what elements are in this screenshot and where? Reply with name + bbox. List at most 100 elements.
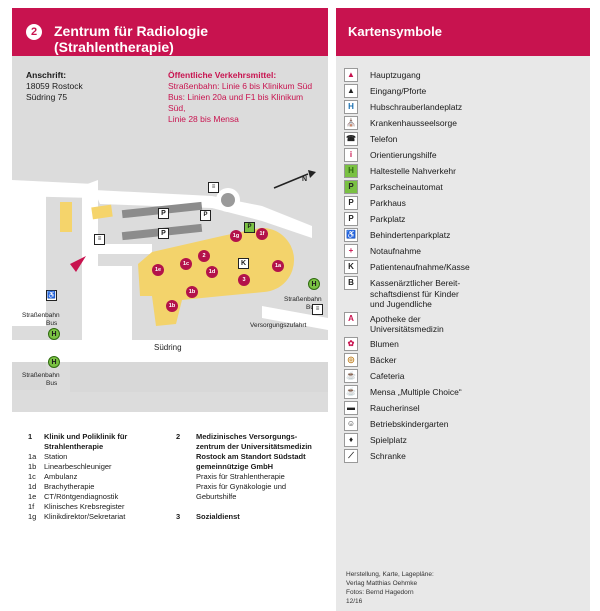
- list-item-number: 1b: [28, 462, 37, 471]
- list-item-text: CT/Röntgendiagnostik: [44, 492, 119, 501]
- list-item-text: Klinik und Poliklinik für: [44, 432, 128, 441]
- list-item-text: Praxis für Strahlentherapie: [196, 472, 285, 481]
- list-item-text: Rostock am Standort Südstadt: [196, 452, 306, 461]
- transit-stop-icon[interactable]: H: [308, 278, 320, 290]
- list-item: Rostock am Standort Südstadt: [176, 452, 336, 462]
- legend-item-label: Bäcker: [370, 354, 397, 365]
- marker-1c[interactable]: 1c: [180, 258, 192, 270]
- marker-3[interactable]: 3: [238, 274, 250, 286]
- parking-icon[interactable]: P: [158, 208, 169, 219]
- list-item-number: 1a: [28, 452, 37, 461]
- pharmacy-icon: A: [344, 311, 358, 326]
- legend-item: ◎Bäcker: [344, 352, 584, 367]
- list-item-number: 1: [28, 432, 33, 441]
- credits: Herstellung, Karte, Lagepläne: Verlag Ma…: [346, 571, 434, 605]
- list-item-text: Klinisches Krebsregister: [44, 502, 125, 511]
- parking-icon[interactable]: P: [158, 228, 169, 239]
- list-item-number: 1f: [28, 502, 35, 511]
- list-item-text: zentrum der Universitätsmedizin: [196, 442, 312, 451]
- supply-road-label: Versorgungszufahrt: [250, 322, 307, 329]
- legend-item: ☕ Mensa „Multiple Choice“: [344, 384, 584, 399]
- legend-item-label: Krankenhausseelsorge: [370, 118, 457, 128]
- parking-ticket-icon: P: [344, 180, 358, 194]
- transit-stop-icon[interactable]: H: [48, 328, 60, 340]
- phone-icon: ☎: [344, 132, 358, 146]
- marker-1g[interactable]: 1g: [230, 230, 242, 242]
- list-item-number: 1c: [28, 472, 36, 481]
- legend-item-label: Blumen: [370, 338, 399, 349]
- marker-1b-2[interactable]: 1b: [166, 300, 178, 312]
- barrier-icon[interactable]: ≡: [94, 234, 105, 245]
- list-item: Geburtshilfe: [176, 492, 336, 502]
- marker-1d[interactable]: 1d: [206, 266, 218, 278]
- legend-item-label: Raucherinsel: [370, 402, 420, 413]
- legend-item: ☕ Cafeteria: [344, 368, 584, 383]
- emergency-icon: +: [344, 244, 358, 258]
- street-suedring: [12, 340, 328, 362]
- list-item: 1 Klinik und Poliklinik für: [28, 432, 168, 442]
- legend-title: Kartensymbole: [348, 24, 442, 39]
- parking-ticket-icon[interactable]: P: [244, 222, 255, 233]
- playground-icon: ♦: [344, 432, 358, 447]
- transit-line-1: Straßenbahn: Linie 6 bis Klinikum Süd: [168, 81, 313, 91]
- marker-1a[interactable]: 1a: [272, 260, 284, 272]
- cafeteria-mensa-icon: ☕: [344, 384, 358, 399]
- legend-item-label: Kassenärztlicher Bereit- schaftsdienst f…: [370, 278, 461, 309]
- legend-item-label: Mensa „Multiple Choice“: [370, 386, 462, 397]
- info-icon: i: [344, 148, 358, 162]
- list-item: 1e CT/Röntgendiagnostik: [28, 492, 168, 502]
- legend-item: ♦ Spielplatz: [344, 432, 584, 447]
- admission-icon[interactable]: K: [238, 258, 249, 269]
- parking-icon: P: [344, 212, 358, 226]
- list-item: zentrum der Universitätsmedizin: [176, 442, 336, 452]
- legend-item: ♿Behindertenparkplatz: [344, 228, 584, 242]
- site-map[interactable]: Anschrift: 18059 Rostock Südring 75 Öffe…: [12, 56, 328, 412]
- list-item: Praxis für Gynäkologie und: [176, 482, 336, 492]
- page-title: Zentrum für Radiologie (Strahlentherapie…: [54, 23, 208, 55]
- cafeteria-icon: ☕: [344, 368, 358, 383]
- transit-stop-icon[interactable]: H: [48, 356, 60, 368]
- list-item: Praxis für Strahlentherapie: [176, 472, 336, 482]
- marker-1f[interactable]: 1f: [256, 228, 268, 240]
- legend-item: ▬Raucherinsel: [344, 400, 584, 415]
- disabled-parking-icon: ♿: [344, 228, 358, 242]
- barrier-icon[interactable]: ≡: [312, 304, 323, 315]
- list-item-number: 1e: [28, 492, 37, 501]
- legend-item: ⟋Schranke: [344, 448, 584, 463]
- admission-icon: K: [344, 260, 358, 274]
- marker-1b-1[interactable]: 1b: [186, 286, 198, 298]
- on-call-doctor-icon: B: [344, 276, 358, 290]
- list-item-number: 1g: [28, 512, 37, 521]
- list-item-text: Medizinisches Versorgungs-: [196, 432, 298, 441]
- parking-ticket-icon[interactable]: P: [200, 210, 211, 221]
- legend-item: ☎Telefon: [344, 132, 584, 146]
- barrier-icon[interactable]: ≡: [208, 182, 219, 193]
- list-item-number: [176, 492, 196, 502]
- legend-item-label: Hauptzugang: [370, 70, 421, 80]
- list-item-number: [176, 462, 196, 472]
- area-left-strip: [12, 196, 46, 326]
- list-item-number: [28, 442, 44, 452]
- legend-item: ⛪Krankenhausseelsorge: [344, 116, 584, 130]
- legend-item-label: Cafeteria: [370, 370, 405, 381]
- address-block: Anschrift: 18059 Rostock Südring 75: [26, 70, 83, 103]
- disabled-parking-icon[interactable]: ♿: [46, 290, 57, 301]
- marker-1e[interactable]: 1e: [152, 264, 164, 276]
- legend-item-label: Spielplatz: [370, 434, 407, 445]
- marker-2[interactable]: 2: [198, 250, 210, 262]
- list-item: [176, 502, 336, 512]
- location-number-badge: 2: [26, 24, 42, 40]
- barrier-icon: ⟋: [344, 448, 358, 463]
- list-item-text: Strahlentherapie: [44, 442, 104, 451]
